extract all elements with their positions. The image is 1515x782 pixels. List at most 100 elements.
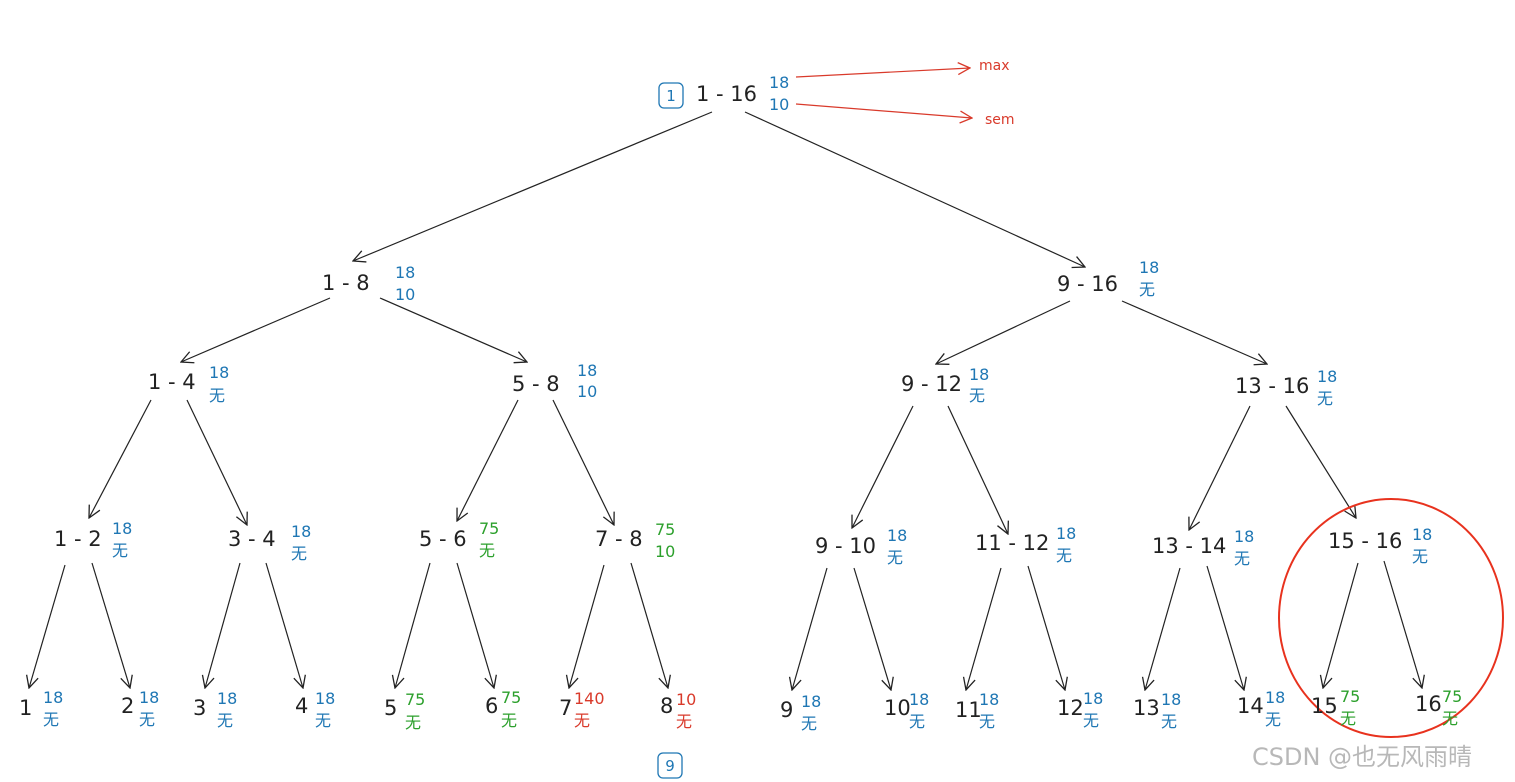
node-range-label: 3: [193, 696, 206, 720]
node-sem-value: 无: [405, 713, 421, 732]
node-max-value: 18: [979, 690, 999, 709]
node-max-value: 18: [1161, 690, 1181, 709]
node-max-value: 18: [43, 688, 63, 707]
node-sem-value: 无: [43, 710, 59, 729]
node-max-value: 140: [574, 689, 605, 708]
node-sem-value: 无: [112, 541, 128, 560]
node-range-label: 9 - 16: [1057, 272, 1118, 296]
node-max-value: 75: [655, 520, 675, 539]
node-max-value: 75: [1442, 687, 1462, 706]
edge-5-8-right: [552, 399, 614, 525]
node-range-label: 3 - 4: [228, 527, 276, 551]
node-sem-value: 无: [1442, 709, 1458, 728]
node-sem-value: 无: [979, 712, 995, 731]
edge-5-8-left: [457, 399, 519, 521]
node-sem-value: 无: [969, 386, 985, 405]
edge-root-right: [744, 111, 1085, 267]
node-max-value: 18: [217, 689, 237, 708]
edge-9-12-right: [947, 405, 1008, 534]
node-sem-value: 无: [139, 710, 155, 729]
node-range-label: 6: [485, 694, 498, 718]
node-sem-value: 无: [887, 548, 903, 567]
node-sem-value: 无: [909, 712, 925, 731]
edge-9-12-left: [852, 405, 914, 528]
node-sem-value: 10: [395, 285, 415, 304]
node-range-label: 1 - 8: [322, 271, 370, 295]
edge-11-12-left: [966, 567, 1002, 690]
node-sem-value: 无: [1161, 712, 1177, 731]
node-max-value: 18: [1412, 525, 1432, 544]
edge-11-12-right: [1027, 565, 1065, 690]
node-sem-value: 无: [1234, 549, 1250, 568]
node-range-label: 9 - 12: [901, 372, 962, 396]
node-max-value: 18: [1083, 689, 1103, 708]
node-max-value: 18: [769, 73, 789, 92]
edge-9-10-left: [792, 567, 828, 690]
tree-edges: [29, 111, 1422, 690]
node-range-label: 7 - 8: [595, 527, 643, 551]
node-sem-value: 无: [209, 386, 225, 405]
edge-15-16-left: [1323, 562, 1359, 688]
node-max-value: 18: [577, 361, 597, 380]
node-max-value: 18: [1139, 258, 1159, 277]
node-range-label: 13 - 14: [1152, 534, 1226, 558]
edge-9-10-right: [853, 567, 891, 690]
node-max-value: 75: [479, 519, 499, 538]
node-range-label: 13 - 16: [1235, 374, 1309, 398]
top-badge: 1: [658, 82, 684, 109]
edge-1-8-right: [379, 297, 527, 362]
edge-9-16-left: [936, 300, 1071, 364]
node-max-value: 18: [1234, 527, 1254, 546]
node-range-label: 10: [884, 696, 911, 720]
watermark: CSDN @也无风雨晴: [1252, 743, 1472, 771]
node-max-value: 18: [139, 688, 159, 707]
edge-7-8-left: [569, 564, 605, 688]
node-range-label: 9 - 10: [815, 534, 876, 558]
bottom-badge: 9: [657, 752, 683, 779]
edge-3-4-left: [205, 562, 241, 688]
node-range-label: 11 - 12: [975, 531, 1049, 555]
node-range-label: 15: [1311, 694, 1338, 718]
edge-15-16-right: [1383, 560, 1422, 688]
node-range-label: 5: [384, 696, 397, 720]
edge-5-6-left: [395, 562, 431, 688]
node-range-label: 5 - 8: [512, 372, 560, 396]
node-max-value: 18: [1317, 367, 1337, 386]
node-max-value: 18: [801, 692, 821, 711]
node-range-label: 8: [660, 694, 673, 718]
edge-9-16-right: [1121, 300, 1267, 364]
node-sem-value: 无: [1317, 389, 1333, 408]
root-annotations: [795, 68, 972, 118]
node-range-label: 7: [559, 696, 572, 720]
edge-1-2-right: [91, 562, 130, 688]
tree-node-13-to-14: 13 - 14 18 无: [1152, 527, 1254, 568]
node-sem-value: 无: [291, 544, 307, 563]
node-max-value: 18: [112, 519, 132, 538]
node-range-label: 5 - 6: [419, 527, 467, 551]
edge-5-6-right: [456, 562, 494, 688]
edge-13-16-right: [1285, 405, 1356, 518]
node-sem-value: 10: [769, 95, 789, 114]
node-max-value: 75: [501, 688, 521, 707]
node-range-label: 16: [1415, 692, 1442, 716]
edge-1-4-right: [186, 399, 247, 525]
